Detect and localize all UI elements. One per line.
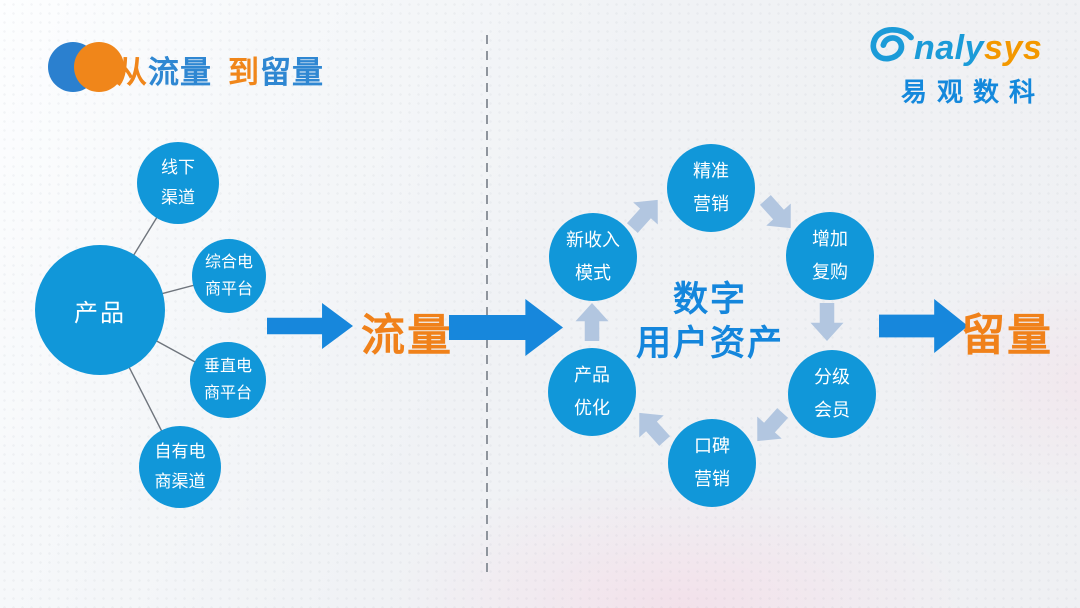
cycle-label-line: 模式 (575, 263, 611, 283)
logo-text-orange: sys (984, 29, 1043, 67)
node-label-line: 商渠道 (154, 472, 206, 491)
cycle-node-word-of-mouth-marketing: 口碑 营销 (668, 419, 756, 507)
cycle-label-line: 会员 (814, 400, 850, 420)
cycle-node-precision-marketing: 精准 营销 (667, 144, 755, 232)
node-label-line: 自有电 (154, 442, 206, 461)
title-keep: 留量 (260, 55, 324, 90)
dashed-divider-line (486, 35, 488, 575)
orange-circle-icon (74, 42, 124, 92)
node-label-line: 商平台 (204, 281, 253, 298)
node-label-line: 渠道 (161, 188, 195, 207)
cycle-center-line1: 数字 (672, 280, 747, 319)
cycle-center-title: 数字 用户资产 (595, 278, 825, 366)
cycle-node-tiered-membership: 分级 会员 (788, 350, 876, 438)
analysys-logo: nalysys 易观数科 (868, 26, 1068, 109)
node-label-line: 综合电 (204, 254, 253, 271)
title-bullet-circles-icon (48, 40, 128, 94)
title-from: 从 (116, 55, 148, 90)
node-label-line: 商平台 (203, 385, 252, 402)
cycle-label-line: 分级 (814, 367, 850, 387)
node-own-ecommerce-channel: 自有电 商渠道 (139, 426, 221, 508)
hub-label: 产品 (74, 299, 126, 327)
cycle-label-line: 营销 (693, 194, 729, 214)
cycle-label-line: 精准 (693, 161, 729, 181)
cycle-label-line: 营销 (694, 469, 730, 489)
cycle-node-new-revenue-model: 新收入 模式 (549, 213, 637, 301)
flow-label-retention: 留量 (961, 311, 1053, 360)
cycle-label-line: 复购 (812, 262, 848, 282)
hub-bubble-product: 产品 (35, 245, 165, 375)
logo-subtitle: 易观数科 (900, 77, 1045, 107)
title-flow: 流量 (148, 55, 212, 90)
logo-text-blue: naly (914, 29, 985, 67)
cycle-center-line2: 用户资产 (635, 324, 784, 363)
page-title: 从流量到留量 (116, 47, 324, 92)
analysys-a-swirl-icon (870, 26, 914, 62)
node-label-line: 线下 (161, 158, 195, 177)
flow-label-traffic: 流量 (361, 311, 453, 360)
flow-arrow-2-icon (449, 299, 563, 356)
node-vertical-ecommerce: 垂直电 商平台 (190, 342, 266, 418)
node-comprehensive-ecommerce: 综合电 商平台 (192, 239, 266, 313)
node-label-line: 垂直电 (203, 358, 252, 375)
cycle-label-line: 优化 (574, 398, 610, 418)
cycle-label-line: 新收入 (566, 230, 620, 250)
title-to: 到 (228, 55, 260, 90)
cycle-arrow-nw-icon (627, 402, 677, 452)
cycle-label-line: 口碑 (694, 436, 730, 456)
cycle-arrow-sw-icon (745, 402, 795, 452)
node-offline-channel: 线下 渠道 (137, 142, 219, 224)
cycle-label-line: 产品 (574, 365, 610, 385)
cycle-node-product-optimization: 产品 优化 (548, 348, 636, 436)
cycle-node-increase-repurchase: 增加 复购 (786, 212, 874, 300)
cycle-label-line: 增加 (812, 229, 848, 249)
